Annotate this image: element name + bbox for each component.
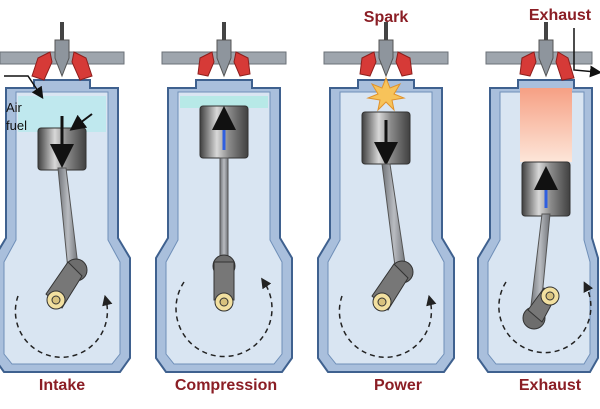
stroke-label-power: Power <box>374 377 422 394</box>
stroke-label-compression: Compression <box>175 377 277 394</box>
crank-arc <box>498 281 594 354</box>
spark-label: Spark <box>364 9 409 26</box>
power-engine <box>317 22 455 373</box>
exhaust-top-label: Exhaust <box>529 7 592 24</box>
spark-plug <box>538 39 554 78</box>
exhaust-engine <box>477 22 599 373</box>
fuel-label: fuel <box>6 118 27 133</box>
spark-burst <box>366 76 406 112</box>
crank-pin-center <box>545 291 555 301</box>
stroke-label-exhaust: Exhaust <box>519 377 582 394</box>
intake-valve <box>31 51 53 81</box>
crank-pin-center <box>219 297 229 307</box>
exhaust-valve <box>555 51 575 81</box>
exhaust-valve <box>71 51 93 81</box>
crank-pin-center <box>51 295 61 305</box>
spark-plug-tip <box>544 22 548 40</box>
compressed-gas <box>180 96 268 108</box>
stroke-label-intake: Intake <box>39 377 85 394</box>
crank-web <box>213 261 235 301</box>
crank-arc <box>338 294 437 358</box>
crankcase-chamber <box>327 91 445 365</box>
exhaust-valve <box>395 51 413 77</box>
spark-plug-tip <box>222 22 226 40</box>
crank-pin-center <box>377 297 387 307</box>
crank-arc <box>175 277 273 358</box>
spark-plug <box>216 39 232 78</box>
intake-flow-arrow <box>4 75 44 99</box>
intake-valve <box>197 51 215 77</box>
intake-valve <box>359 51 377 77</box>
spark-plug <box>378 39 394 78</box>
compression-engine <box>155 22 293 373</box>
air-label: Air <box>6 100 23 115</box>
spark-plug <box>54 39 70 78</box>
intake-engine <box>0 22 131 373</box>
exhaust-gas <box>520 88 572 162</box>
intake-valve <box>519 51 537 77</box>
spark-plug-tip <box>384 22 388 40</box>
exhaust-valve <box>233 51 251 77</box>
fuel-arrow <box>69 113 93 131</box>
crank-arc <box>14 294 113 358</box>
connecting-rod <box>219 157 229 265</box>
spark-plug-tip <box>60 22 64 40</box>
crankcase-chamber <box>3 91 121 365</box>
exhaust-flow-arrow <box>573 28 600 78</box>
